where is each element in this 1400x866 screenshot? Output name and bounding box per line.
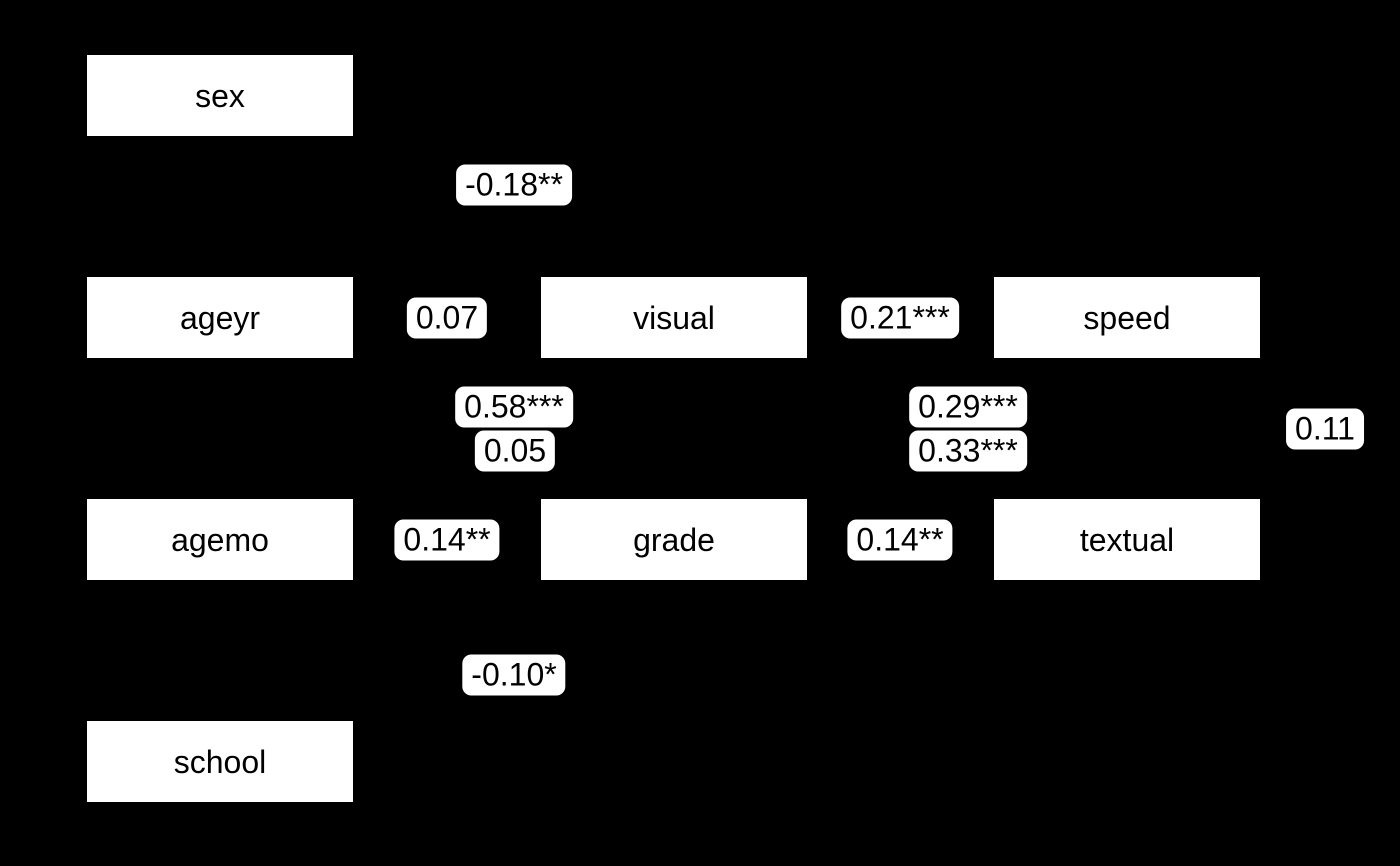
node-label-ageyr: ageyr bbox=[179, 299, 261, 336]
node-label-speed: speed bbox=[1083, 299, 1171, 336]
edge-coefficient-2: 0.07 bbox=[406, 297, 488, 339]
node-textual: textual bbox=[992, 497, 1262, 582]
edge-coefficient-3: 0.21*** bbox=[841, 297, 959, 339]
edge-coefficient-8: 0.11 bbox=[1286, 408, 1364, 450]
edge-coefficient-11: -0.10* bbox=[462, 654, 566, 696]
edge-coefficient-4: 0.58*** bbox=[455, 386, 573, 428]
edge-coefficient-7: 0.33*** bbox=[909, 430, 1027, 472]
node-sex: sex bbox=[85, 53, 355, 138]
node-agemo: agemo bbox=[85, 497, 355, 582]
node-label-school: school bbox=[173, 743, 267, 780]
node-label-visual: visual bbox=[633, 299, 715, 336]
node-speed: speed bbox=[992, 275, 1262, 360]
node-label-grade: grade bbox=[633, 521, 715, 558]
edge-coefficient-1: -0.18** bbox=[456, 164, 572, 206]
edge-coefficient-10: 0.14** bbox=[847, 519, 953, 561]
node-label-sex: sex bbox=[195, 77, 245, 114]
node-school: school bbox=[85, 719, 355, 804]
node-visual: visual bbox=[539, 275, 809, 360]
node-ageyr: ageyr bbox=[85, 275, 355, 360]
edge-coefficient-9: 0.14** bbox=[394, 519, 500, 561]
node-grade: grade bbox=[539, 497, 809, 582]
node-label-agemo: agemo bbox=[171, 521, 269, 558]
edge-coefficient-5: 0.05 bbox=[474, 430, 556, 472]
edge-coefficient-6: 0.29*** bbox=[909, 386, 1027, 428]
node-label-textual: textual bbox=[1079, 521, 1175, 558]
